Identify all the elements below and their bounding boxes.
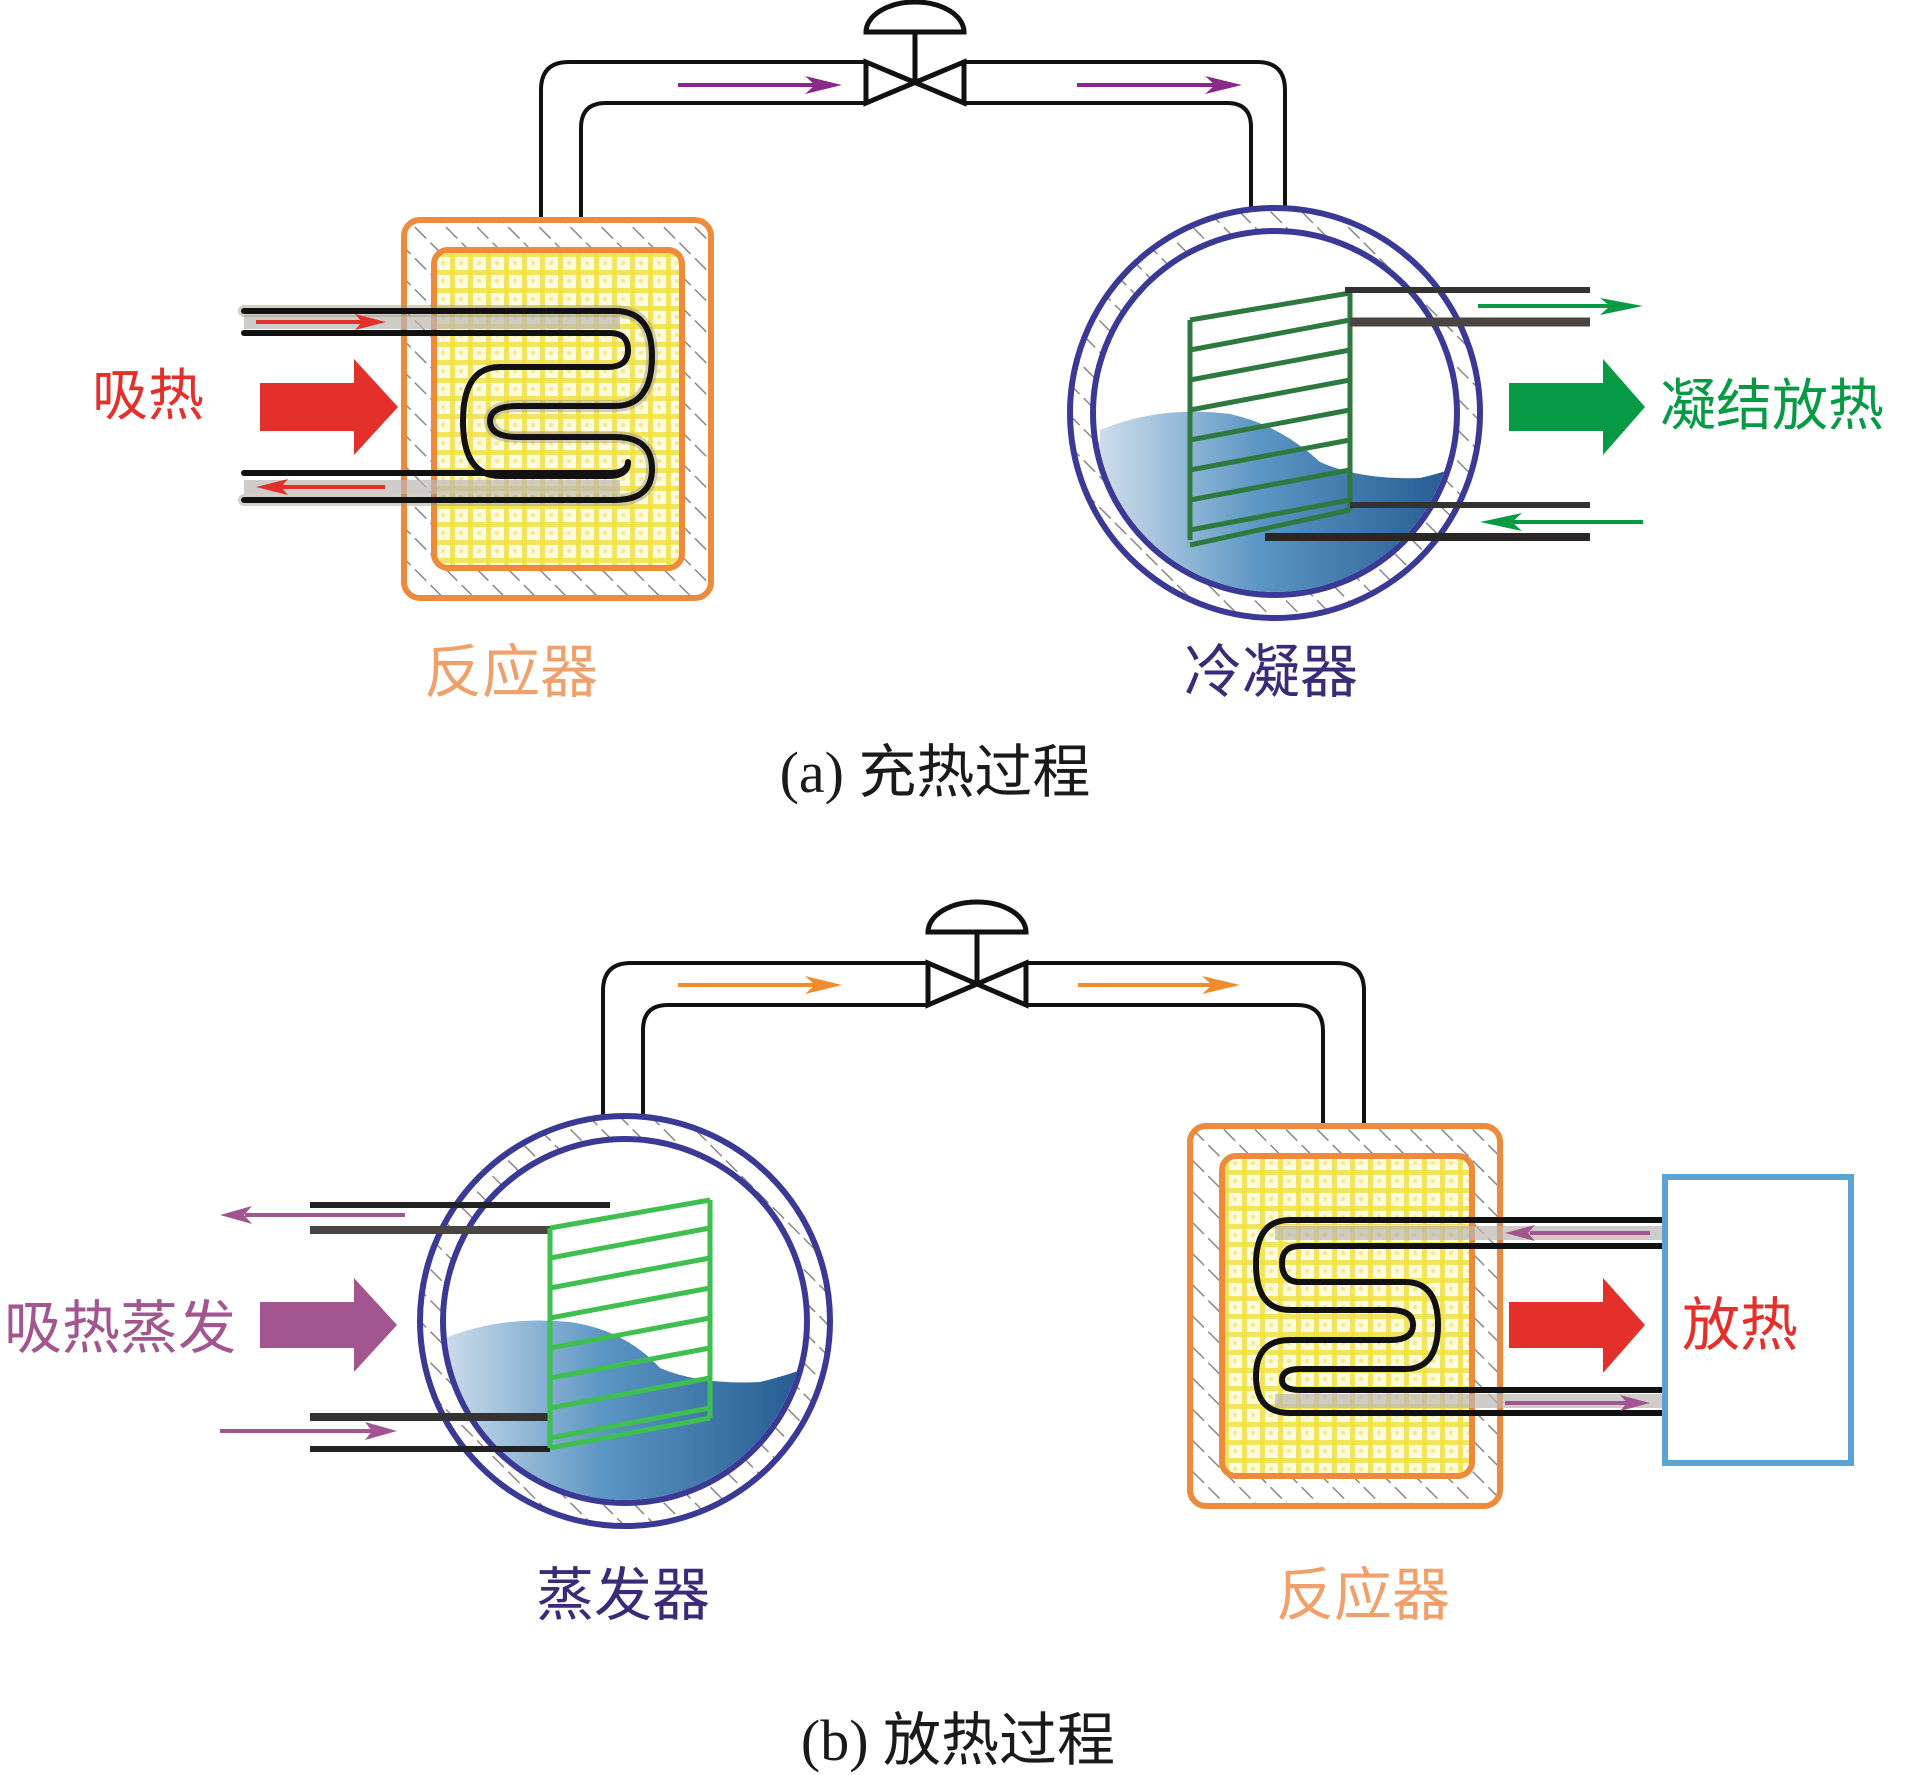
heat-release-label: 放热 <box>1682 1291 1798 1359</box>
condense-release-label: 凝结放热 <box>1660 374 1884 439</box>
reactor-b <box>1187 1123 1665 1509</box>
sink-supply-arrow <box>1505 1395 1650 1411</box>
reactor-label-a: 反应器 <box>424 638 598 706</box>
vapor-flow-arrow <box>1077 76 1242 94</box>
heat-fluid-out-arrow <box>220 1206 405 1224</box>
heat-sink-box <box>1662 1174 1854 1466</box>
evaporation-label: 吸热蒸发 <box>4 1294 236 1362</box>
panel-b-discharging: 吸热蒸发 放热 蒸发器 反应器 (b) 放热过程 <box>4 899 1854 1773</box>
vapor-flow-arrow <box>678 976 842 994</box>
valve-icon[interactable] <box>863 0 967 107</box>
vapor-pipe-a <box>539 60 1287 226</box>
valve-icon[interactable] <box>925 899 1029 1009</box>
caption-a: (a) 充热过程 <box>780 740 1091 805</box>
heat-output-arrow <box>1509 1278 1645 1373</box>
sink-return-arrow <box>1505 1225 1650 1241</box>
reactor-label-b: 反应器 <box>1276 1561 1450 1629</box>
evaporator <box>310 1113 833 1529</box>
coolant-out-arrow <box>1478 298 1643 315</box>
vapor-flow-arrow <box>678 76 842 94</box>
evaporation-heat-arrow <box>260 1278 397 1372</box>
caption-b: (b) 放热过程 <box>801 1708 1115 1773</box>
heat-input-arrow <box>260 359 398 455</box>
vapor-pipe-b <box>601 961 1366 1125</box>
condenser-label: 冷凝器 <box>1184 638 1358 706</box>
condenser-a <box>1067 205 1590 621</box>
evaporator-coil <box>547 1197 713 1451</box>
evaporator-label: 蒸发器 <box>536 1561 710 1629</box>
heat-fluid-in-arrow <box>256 314 386 330</box>
heat-fluid-in-arrow <box>220 1422 397 1440</box>
heat-fluid-out-arrow <box>256 479 385 495</box>
heat-release-arrow <box>1509 359 1645 455</box>
reactor-a <box>238 217 714 601</box>
vapor-flow-arrow <box>1078 976 1240 994</box>
coolant-in-arrow <box>1480 513 1643 531</box>
panel-a-charging: 吸热 <box>92 0 1884 805</box>
condenser-coil <box>1187 290 1353 548</box>
heat-absorb-label: 吸热 <box>92 364 204 429</box>
